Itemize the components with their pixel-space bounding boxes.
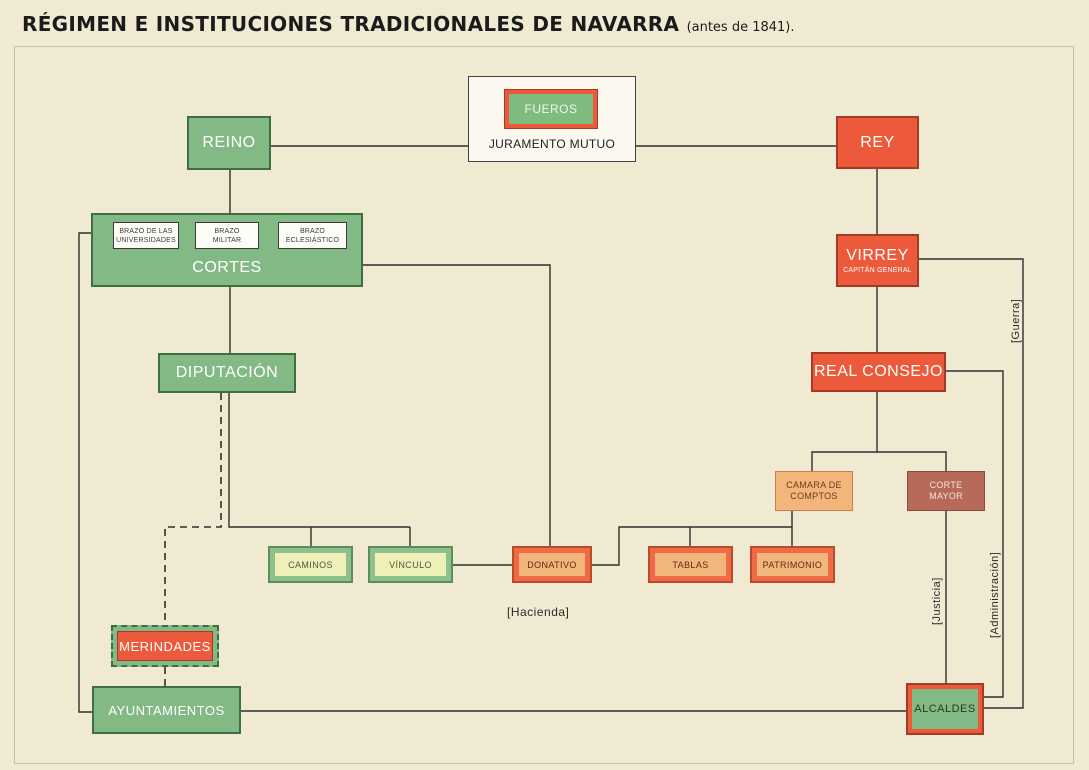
line-donativo-camara xyxy=(592,511,793,566)
node-caminos-label: CAMINOS xyxy=(288,559,333,570)
diagram-title: RÉGIMEN E INSTITUCIONES TRADICIONALES DE… xyxy=(22,12,795,36)
title-sub: (antes de 1841). xyxy=(686,20,795,35)
node-brazo-universidades-label: BRAZO DE LAS UNIVERSIDADES xyxy=(116,227,176,244)
node-rey: REY xyxy=(836,116,919,169)
node-patrimonio: PATRIMONIO xyxy=(750,546,835,583)
node-vinculo-label: VÍNCULO xyxy=(389,559,432,570)
node-brazo-eclesiastico: BRAZO ECLESIÁSTICO xyxy=(278,222,347,249)
node-reino-label: REINO xyxy=(202,134,256,151)
label-hacienda: [Hacienda] xyxy=(507,605,570,619)
line-diputacion-branch xyxy=(228,393,410,528)
node-fueros: FUEROS xyxy=(509,94,593,124)
node-tablas: TABLAS xyxy=(648,546,733,583)
node-brazo-militar-label: BRAZO MILITAR xyxy=(212,227,242,244)
label-justicia: [Justicia] xyxy=(931,575,943,627)
node-merindades-label: MERINDADES xyxy=(119,638,211,654)
line-cortes-ayuntamientos xyxy=(78,232,113,713)
node-merindades: MERINDADES xyxy=(117,631,213,661)
label-guerra: [Guerra] xyxy=(1010,296,1022,345)
node-patrimonio-label: PATRIMONIO xyxy=(762,559,823,570)
node-corte-mayor-label: CORTE MAYOR xyxy=(929,480,963,501)
node-vinculo: VÍNCULO xyxy=(368,546,453,583)
node-brazo-militar: BRAZO MILITAR xyxy=(195,222,259,249)
line-cortes-donativo xyxy=(363,264,551,546)
node-ayuntamientos-label: AYUNTAMIENTOS xyxy=(108,702,225,718)
node-diputacion-label: DIPUTACIÓN xyxy=(175,364,279,381)
node-capitan-label: CAPITÁN GENERAL xyxy=(843,267,912,274)
node-caminos: CAMINOS xyxy=(268,546,353,583)
title-main: RÉGIMEN E INSTITUCIONES TRADICIONALES DE… xyxy=(22,12,680,36)
node-virrey-label: VIRREY xyxy=(846,247,909,264)
node-camara-comptos: CAMARA DE COMPTOS xyxy=(775,471,853,511)
node-brazo-eclesiastico-label: BRAZO ECLESIÁSTICO xyxy=(285,227,340,244)
node-rey-label: REY xyxy=(860,133,895,151)
node-ayuntamientos: AYUNTAMIENTOS xyxy=(92,686,241,734)
node-brazo-universidades: BRAZO DE LAS UNIVERSIDADES xyxy=(113,222,179,249)
line-consejo-corte xyxy=(877,451,947,471)
line-virrey-alcaldes xyxy=(917,258,1024,709)
node-donativo: DONATIVO xyxy=(512,546,592,583)
node-diputacion: DIPUTACIÓN xyxy=(158,353,296,393)
label-administracion: [Administración] xyxy=(989,549,1001,640)
line-consejo-branch xyxy=(811,392,878,471)
node-alcaldes-label: ALCALDES xyxy=(914,703,976,715)
node-real-consejo-label: REAL CONSEJO xyxy=(814,363,943,380)
node-tablas-label: TABLAS xyxy=(672,559,709,570)
node-fueros-label: FUEROS xyxy=(524,102,578,116)
diagram-frame xyxy=(14,46,1074,764)
node-camara-comptos-label: CAMARA DE COMPTOS xyxy=(786,480,842,501)
node-alcaldes: ALCALDES xyxy=(912,689,978,729)
dashed-diputacion-merindades xyxy=(164,393,222,625)
node-virrey: VIRREY CAPITÁN GENERAL xyxy=(836,234,919,287)
line-consejo-alcaldes xyxy=(944,370,1004,698)
node-reino: REINO xyxy=(187,116,271,170)
node-donativo-label: DONATIVO xyxy=(527,559,577,570)
node-juramento-label: JURAMENTO MUTUO xyxy=(488,137,616,151)
node-cortes-label: CORTES xyxy=(192,259,262,276)
node-real-consejo: REAL CONSEJO xyxy=(811,352,946,392)
node-corte-mayor: CORTE MAYOR xyxy=(907,471,985,511)
